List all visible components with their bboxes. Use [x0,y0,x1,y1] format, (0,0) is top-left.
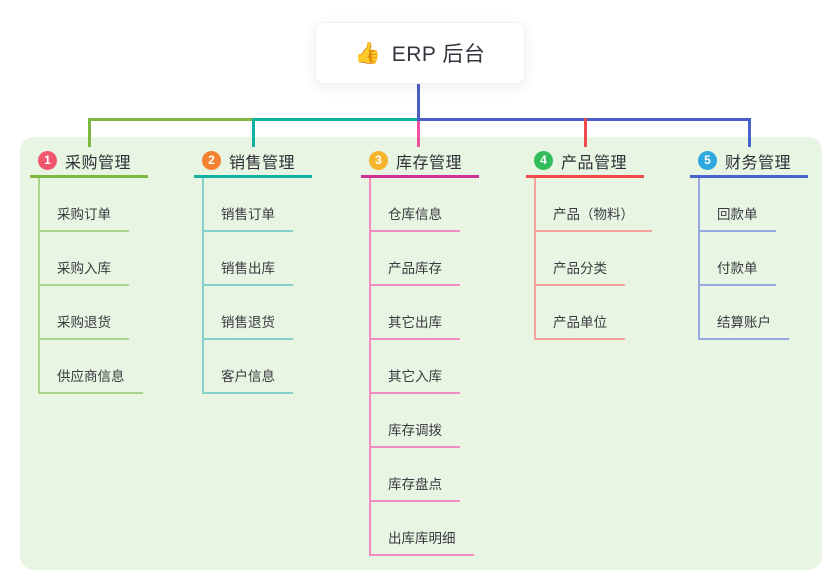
root-node[interactable]: 👍 ERP 后台 [315,22,525,84]
number-badge-5: 5 [698,151,717,170]
branch-purchase-underline [30,175,148,178]
branch-product-underline [526,175,644,178]
branch-product-topic[interactable]: 4 产品管理 [526,146,652,175]
child-topic[interactable]: 回款单 [700,178,776,232]
child-topic[interactable]: 其它入库 [371,340,460,394]
child-topic[interactable]: 销售出库 [204,232,293,286]
branch-sales-label: 销售管理 [229,154,296,172]
child-topic[interactable]: 客户信息 [204,340,293,394]
root-node-label: ERP 后台 [391,43,486,66]
branch-inventory-label: 库存管理 [396,154,463,172]
branch-purchase: 1 采购管理 采购订单 采购入库 采购退货 供应商信息 [30,146,148,394]
branch-product-label: 产品管理 [561,154,628,172]
child-topic[interactable]: 其它出库 [371,286,460,340]
branch-inventory-underline [361,175,479,178]
number-badge-1: 1 [38,151,57,170]
branch-finance-label: 财务管理 [725,154,792,172]
branch-product-children: 产品（物料） 产品分类 产品单位 [534,178,652,340]
branch-inventory: 3 库存管理 仓库信息 产品库存 其它出库 其它入库 库存调拨 库存盘点 出库库… [361,146,479,556]
connector-h-sales [252,118,419,121]
child-topic[interactable]: 结算账户 [700,286,789,340]
branch-purchase-label: 采购管理 [65,154,132,172]
branch-product: 4 产品管理 产品（物料） 产品分类 产品单位 [526,146,652,340]
child-topic[interactable]: 产品分类 [536,232,625,286]
branch-finance: 5 财务管理 回款单 付款单 结算账户 [690,146,808,340]
child-topic[interactable]: 仓库信息 [371,178,460,232]
branch-sales-children: 销售订单 销售出库 销售退货 客户信息 [202,178,293,394]
connector-drop-inventory [417,121,420,147]
branch-inventory-topic[interactable]: 3 库存管理 [361,146,479,175]
child-topic[interactable]: 出库库明细 [371,502,474,556]
connector-h-purchase [88,118,254,121]
child-topic[interactable]: 销售退货 [204,286,293,340]
branch-sales: 2 销售管理 销售订单 销售出库 销售退货 客户信息 [194,146,312,394]
child-topic[interactable]: 库存调拨 [371,394,460,448]
root-edge [417,82,420,120]
child-topic[interactable]: 采购退货 [40,286,129,340]
number-badge-2: 2 [202,151,221,170]
branch-purchase-children: 采购订单 采购入库 采购退货 供应商信息 [38,178,143,394]
branch-finance-underline [690,175,808,178]
child-topic[interactable]: 库存盘点 [371,448,460,502]
child-topic[interactable]: 产品（物料） [536,178,652,232]
child-topic[interactable]: 供应商信息 [40,340,143,394]
thumbs-up-icon: 👍 [354,41,381,65]
connector-drop-purchase [88,118,91,147]
branch-sales-underline [194,175,312,178]
child-topic[interactable]: 产品库存 [371,232,460,286]
child-topic[interactable]: 销售订单 [204,178,293,232]
child-topic[interactable]: 付款单 [700,232,776,286]
child-topic[interactable]: 产品单位 [536,286,625,340]
number-badge-3: 3 [369,151,388,170]
branch-panel-background [20,137,822,570]
branch-sales-topic[interactable]: 2 销售管理 [194,146,312,175]
connector-drop-finance [748,118,751,147]
number-badge-4: 4 [534,151,553,170]
branch-finance-children: 回款单 付款单 结算账户 [698,178,789,340]
branch-inventory-children: 仓库信息 产品库存 其它出库 其它入库 库存调拨 库存盘点 出库库明细 [369,178,474,556]
child-topic[interactable]: 采购订单 [40,178,129,232]
connector-drop-product [584,118,587,147]
branch-finance-topic[interactable]: 5 财务管理 [690,146,808,175]
connector-drop-sales [252,118,255,147]
branch-purchase-topic[interactable]: 1 采购管理 [30,146,148,175]
child-topic[interactable]: 采购入库 [40,232,129,286]
